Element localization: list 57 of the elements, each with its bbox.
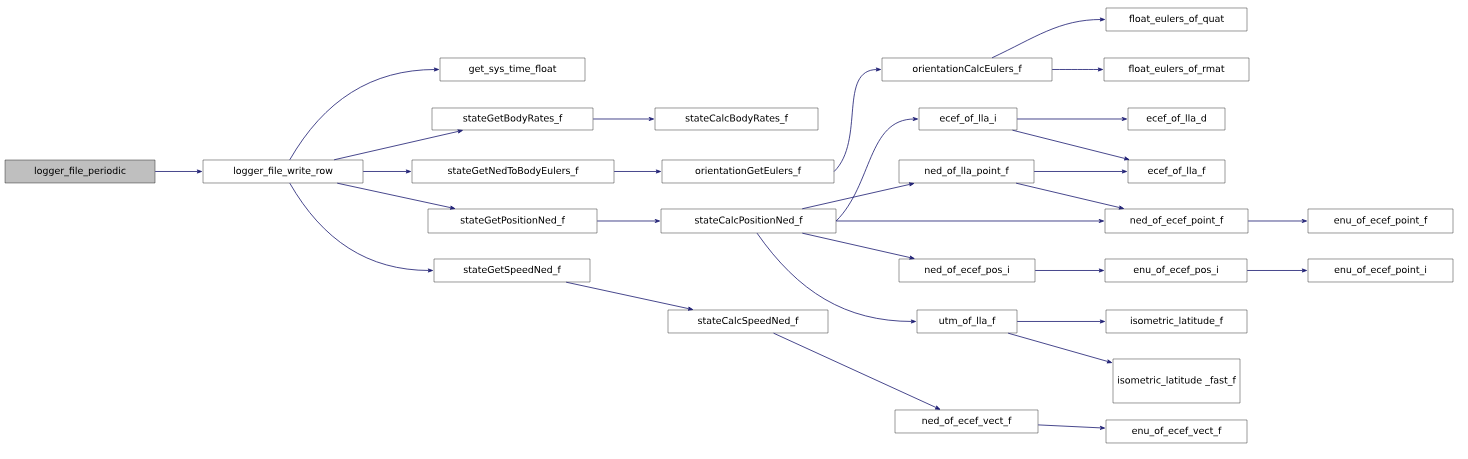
arrow [801,232,915,260]
function-box: isometric_latitude_f [1105,309,1248,334]
function-box: isometric_latitude _fast_f [1112,358,1241,404]
function-box: orientationCalcEulers_f [881,57,1053,82]
function-box: stateGetNedToBodyEulers_f [411,159,615,184]
function-box: stateGetPositionNed_f [427,208,598,234]
function-box: ecef_of_lla_d [1127,107,1226,131]
arrow [1246,268,1307,273]
arrow [596,219,660,223]
function-box: stateGetBodyRates_f [431,107,594,131]
arrow [833,67,881,172]
arrow [1037,424,1105,430]
function-box: enu_of_ecef_point_f [1307,208,1454,234]
arrow [1012,129,1130,161]
arrow [1247,219,1307,223]
arrow [1007,332,1113,364]
arrow [565,281,694,311]
function-box: stateGetSpeedNed_f [433,258,591,283]
function-box: float_eulers_of_quat [1105,7,1248,32]
function-box: logger_file_periodic [4,159,156,184]
arrow [1015,182,1124,210]
arrow [835,219,1104,223]
function-box: ned_of_lla_point_f [898,159,1035,184]
arrow [154,169,203,174]
arrow [773,332,941,410]
function-box: enu_of_ecef_vect_f [1105,419,1248,444]
function-box: orientationGetEulers_f [661,159,835,184]
arrow [613,169,661,174]
function-box: ecef_of_lla_i [918,107,1018,131]
function-box: utm_of_lla_f [916,309,1018,334]
function-box: ned_of_ecef_point_f [1104,208,1249,234]
arrow [592,116,654,121]
function-box: stateCalcBodyRates_f [654,107,819,131]
arrow [1016,319,1105,324]
function-box: logger_file_write_row [202,159,364,184]
arrow [1033,169,1127,174]
arrow [1051,67,1103,72]
arrow [1016,116,1127,121]
function-box: ecef_of_lla_f [1127,159,1226,184]
function-box: ned_of_ecef_vect_f [894,409,1039,434]
arrow [835,116,918,222]
arrow [991,17,1105,59]
arrow [801,182,915,210]
function-box: float_eulers_of_rmat [1103,57,1250,82]
function-box: ned_of_ecef_pos_i [898,258,1036,283]
arrow [289,182,433,273]
arrow [1034,268,1104,273]
arrow [756,232,916,324]
function-box: get_sys_time_float [439,57,586,82]
function-box: enu_of_ecef_point_i [1307,258,1454,283]
function-box: stateCalcPositionNed_f [660,208,837,234]
function-box: stateCalcSpeedNed_f [667,309,829,334]
arrow [333,129,463,161]
arrow [336,182,456,210]
arrow [289,67,439,161]
arrow [362,169,411,174]
function-box: enu_of_ecef_pos_i [1104,258,1248,283]
